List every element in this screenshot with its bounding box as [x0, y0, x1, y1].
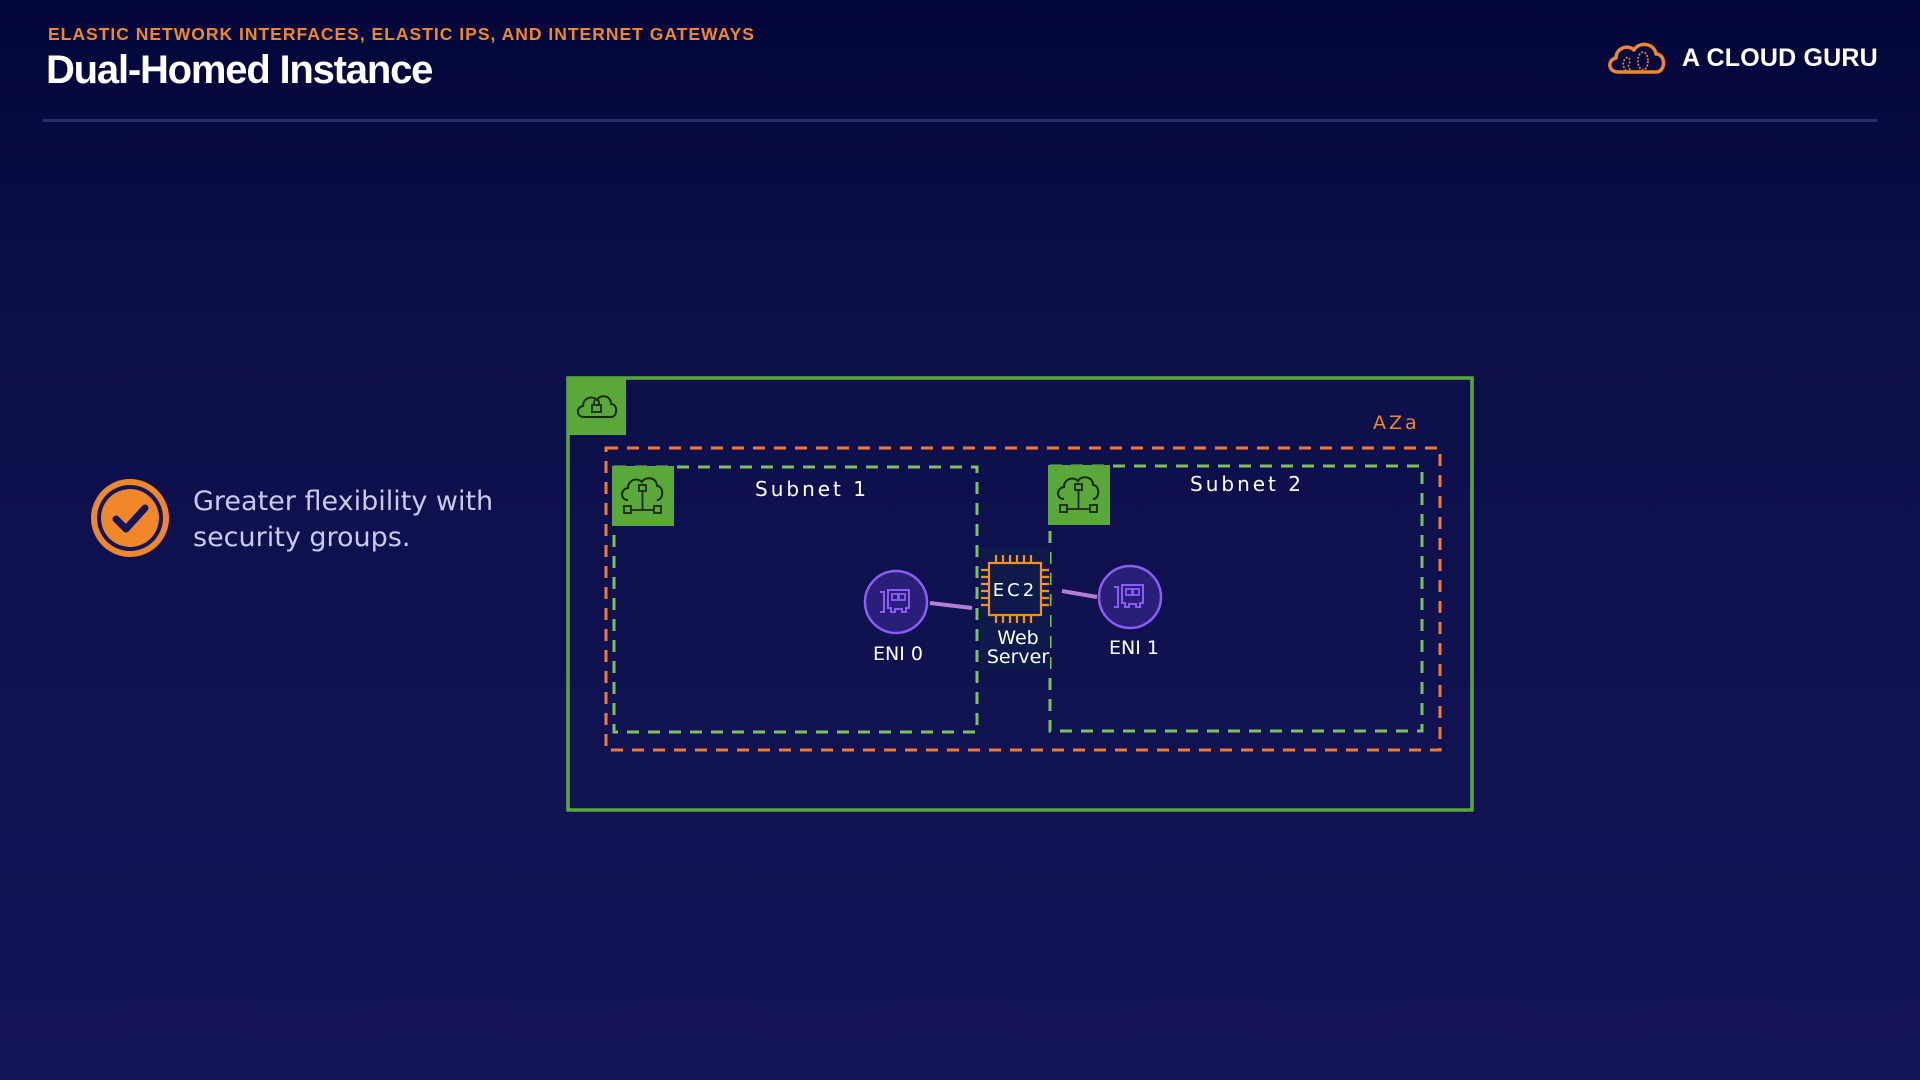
bullet-text: Greater flexibility with security groups… — [193, 486, 494, 553]
eni1-link — [1061, 589, 1098, 599]
eni-1-label: ENI 1 — [1109, 637, 1159, 659]
eni0-link — [929, 601, 973, 610]
header-divider — [43, 119, 1877, 122]
ec2-chip-text: EC2 — [993, 580, 1037, 601]
ec2-label: Web Server — [978, 629, 1058, 667]
brand-logo: A CLOUD GURU — [1604, 38, 1878, 78]
subnet-2-label: Subnet 2 — [1190, 472, 1304, 496]
bullet-point: Greater flexibility with security groups… — [88, 476, 493, 560]
ec2-backdrop — [980, 548, 1050, 670]
eni-0-icon — [863, 569, 929, 635]
page-title: Dual-Homed Instance — [46, 48, 433, 92]
subnet-1-label: Subnet 1 — [755, 477, 869, 501]
ec2-label-line1: Web — [997, 627, 1039, 649]
subnet-1-boundary — [612, 465, 979, 734]
subnet-2-icon — [1048, 465, 1110, 525]
eni-0-label: ENI 0 — [873, 643, 923, 665]
section-kicker: ELASTIC NETWORK INTERFACES, ELASTIC IPS,… — [48, 24, 755, 44]
az-label: AZa — [1373, 412, 1420, 434]
vpc-lock-cloud-icon — [567, 377, 626, 435]
ec2-label-line2: Server — [986, 646, 1050, 668]
eni-1-icon — [1097, 564, 1163, 630]
brand-name: A CLOUD GURU — [1682, 43, 1878, 72]
availability-zone-boundary — [604, 446, 1442, 752]
cloud-logo-icon — [1608, 42, 1666, 74]
vpc-boundary — [566, 376, 1474, 812]
check-circle-icon — [91, 479, 169, 557]
subnet-1-icon — [612, 466, 674, 526]
ec2-chip-icon — [981, 555, 1049, 623]
